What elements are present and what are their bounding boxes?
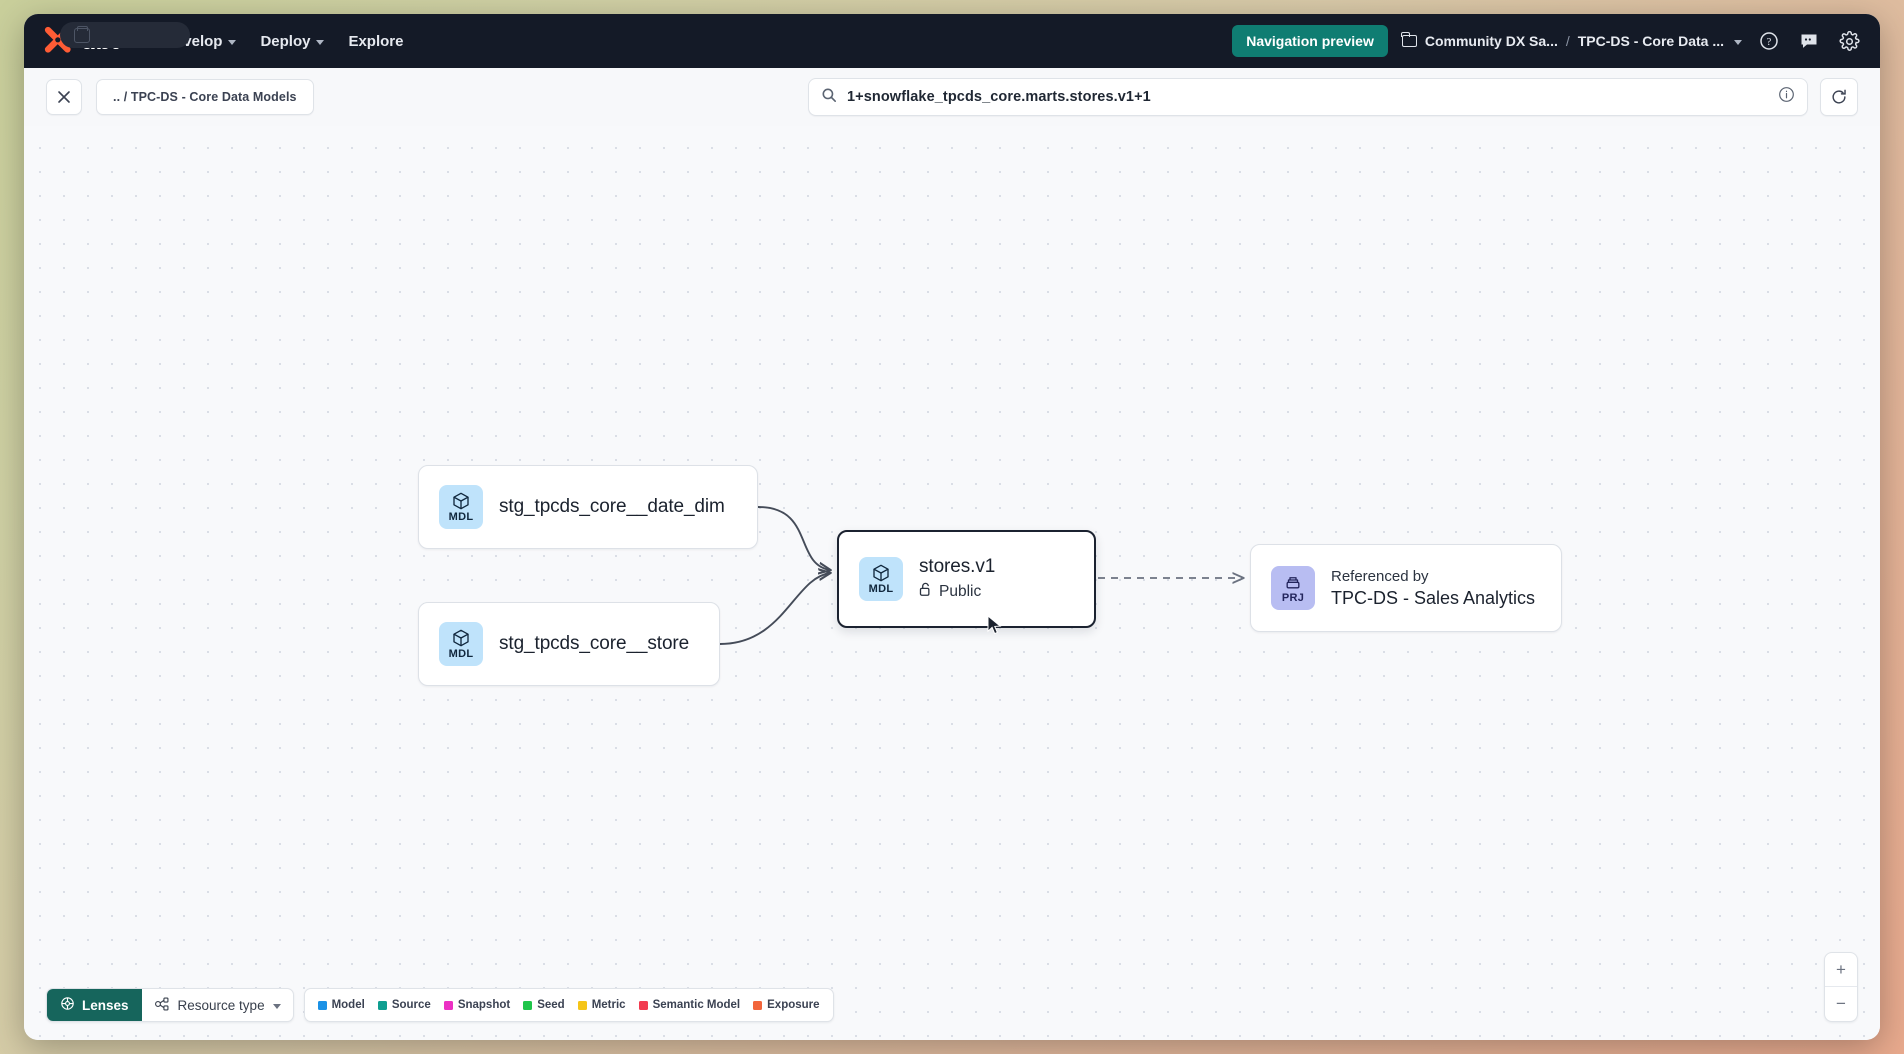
info-icon[interactable] xyxy=(1778,86,1795,108)
lens-icon xyxy=(60,996,75,1014)
project-badge: PRJ xyxy=(1271,566,1315,610)
legend-label: Semantic Model xyxy=(653,999,741,1011)
legend-item-exposure: Exposure xyxy=(753,999,819,1011)
breadcrumb-separator: / xyxy=(1566,33,1570,49)
breadcrumb-chip[interactable]: .. / TPC-DS - Core Data Models xyxy=(96,79,314,115)
graph-node-access-label: Public xyxy=(939,583,981,601)
browser-tab-icon xyxy=(74,28,90,43)
navigation-preview-badge[interactable]: Navigation preview xyxy=(1232,25,1388,57)
nav-item-deploy[interactable]: Deploy xyxy=(248,26,336,57)
graph-node-stg-date-dim[interactable]: MDL stg_tpcds_core__date_dim xyxy=(418,465,758,549)
chevron-down-icon xyxy=(316,40,324,45)
graph-node-stg-store[interactable]: MDL stg_tpcds_core__store xyxy=(418,602,720,686)
lenses-button[interactable]: Lenses xyxy=(47,989,142,1021)
graph-node-text: Referenced by TPC-DS - Sales Analytics xyxy=(1331,568,1535,609)
legend-swatch xyxy=(318,1001,327,1010)
edge-date-dim-to-stores xyxy=(758,507,830,570)
breadcrumb-account[interactable]: Community DX Sa... xyxy=(1425,33,1558,49)
edge-store-to-stores xyxy=(720,573,830,644)
graph-node-title: TPC-DS - Sales Analytics xyxy=(1331,588,1535,609)
model-badge-label: MDL xyxy=(449,649,474,660)
model-badge: MDL xyxy=(439,622,483,666)
legend-swatch xyxy=(523,1001,532,1010)
resource-type-dropdown[interactable]: Resource type xyxy=(142,989,293,1021)
legend-label: Model xyxy=(332,999,365,1011)
chevron-down-icon xyxy=(273,1004,281,1009)
zoom-controls: + − xyxy=(1824,952,1858,1022)
graph-node-stores-v1[interactable]: MDL stores.v1 Public xyxy=(837,530,1096,628)
model-badge: MDL xyxy=(859,557,903,601)
chevron-down-icon[interactable] xyxy=(1734,40,1742,45)
nav-item-deploy-label: Deploy xyxy=(260,33,310,50)
legend-swatch xyxy=(444,1001,453,1010)
chevron-down-icon xyxy=(228,40,236,45)
nav-item-explore[interactable]: Explore xyxy=(336,26,415,57)
window-tab-bubble[interactable] xyxy=(60,22,190,48)
legend-item-seed: Seed xyxy=(523,999,565,1011)
legend-label: Seed xyxy=(537,999,565,1011)
zoom-out-button[interactable]: − xyxy=(1825,987,1857,1021)
legend-label: Exposure xyxy=(767,999,819,1011)
search-input[interactable]: 1+snowflake_tpcds_core.marts.stores.v1+1 xyxy=(808,78,1808,116)
legend-item-snapshot: Snapshot xyxy=(444,999,510,1011)
help-icon[interactable]: ? xyxy=(1756,28,1782,54)
top-nav-right-group: Navigation preview Community DX Sa... / … xyxy=(1232,25,1862,57)
account-project-breadcrumb: Community DX Sa... / TPC-DS - Core Data … xyxy=(1402,33,1742,49)
legend-label: Snapshot xyxy=(458,999,510,1011)
legend-swatch xyxy=(753,1001,762,1010)
legend-item-model: Model xyxy=(318,999,365,1011)
zoom-in-button[interactable]: + xyxy=(1825,953,1857,987)
feedback-icon[interactable] xyxy=(1796,28,1822,54)
close-icon[interactable] xyxy=(46,79,82,115)
resource-type-label: Resource type xyxy=(178,998,265,1013)
search-input-value[interactable]: 1+snowflake_tpcds_core.marts.stores.v1+1 xyxy=(847,89,1768,105)
lenses-control-group: Lenses Resource type xyxy=(46,988,294,1022)
nav-item-explore-label: Explore xyxy=(348,33,403,50)
graph-bottom-bar: Lenses Resource type xyxy=(46,988,834,1022)
resource-type-legend: Model Source Snapshot Seed Metric xyxy=(304,988,834,1022)
lenses-button-label: Lenses xyxy=(82,998,129,1013)
legend-swatch xyxy=(578,1001,587,1010)
graph-node-access: Public xyxy=(919,582,995,602)
nodes-icon xyxy=(154,996,170,1015)
refresh-icon[interactable] xyxy=(1820,78,1858,116)
legend-label: Metric xyxy=(592,999,626,1011)
project-badge-label: PRJ xyxy=(1282,593,1304,604)
legend-item-source: Source xyxy=(378,999,431,1011)
top-navigation-bar: dbt Develop Deploy Explore Navigation pr… xyxy=(24,14,1880,68)
search-icon xyxy=(821,87,837,108)
graph-node-eyebrow: Referenced by xyxy=(1331,568,1535,585)
legend-swatch xyxy=(639,1001,648,1010)
breadcrumb-project[interactable]: TPC-DS - Core Data ... xyxy=(1578,33,1724,49)
graph-toolbar: .. / TPC-DS - Core Data Models 1+snowfla… xyxy=(24,68,1880,126)
search-area: 1+snowflake_tpcds_core.marts.stores.v1+1 xyxy=(808,78,1858,116)
legend-swatch xyxy=(378,1001,387,1010)
app-window: dbt Develop Deploy Explore Navigation pr… xyxy=(24,14,1880,1040)
model-badge-label: MDL xyxy=(449,512,474,523)
model-badge: MDL xyxy=(439,485,483,529)
graph-node-referenced-by-project[interactable]: PRJ Referenced by TPC-DS - Sales Analyti… xyxy=(1250,544,1562,632)
graph-node-title: stg_tpcds_core__date_dim xyxy=(499,496,725,518)
unlock-icon xyxy=(919,582,932,602)
graph-node-text: stores.v1 Public xyxy=(919,556,995,602)
graph-node-title: stg_tpcds_core__store xyxy=(499,633,689,655)
svg-text:?: ? xyxy=(1767,37,1772,48)
settings-gear-icon[interactable] xyxy=(1836,28,1862,54)
legend-item-metric: Metric xyxy=(578,999,626,1011)
legend-label: Source xyxy=(392,999,431,1011)
lineage-graph-canvas[interactable]: MDL stg_tpcds_core__date_dim MDL stg_tpc… xyxy=(24,126,1880,1040)
model-badge-label: MDL xyxy=(869,584,894,595)
legend-item-semantic-model: Semantic Model xyxy=(639,999,741,1011)
graph-node-title: stores.v1 xyxy=(919,556,995,578)
folder-icon xyxy=(1402,35,1417,47)
